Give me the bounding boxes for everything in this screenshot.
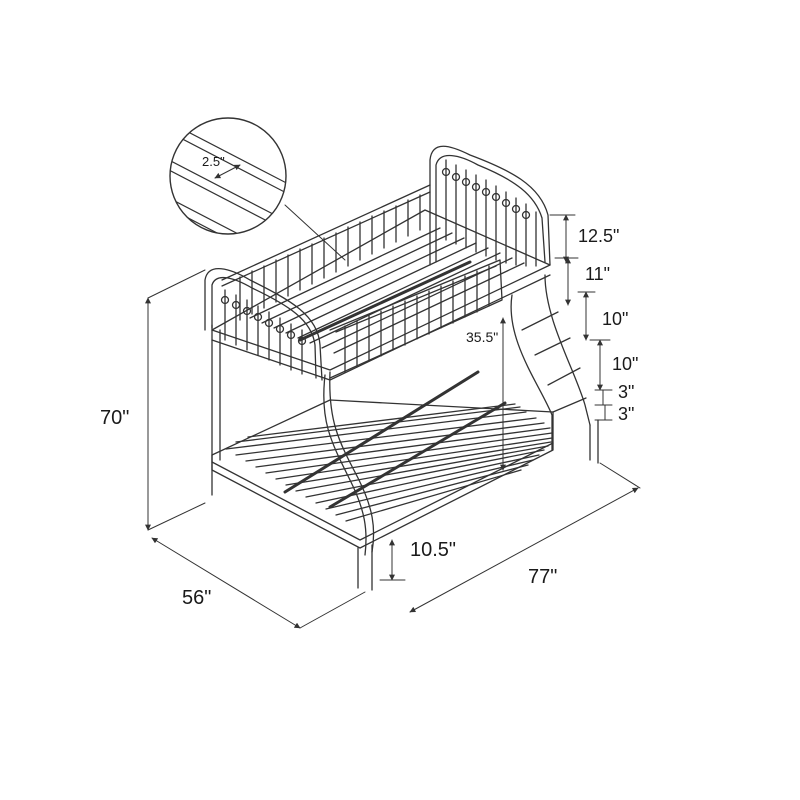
rear-guardrail-top [221,184,431,281]
bunk-clearance-label: 35.5" [466,329,498,345]
rear-headboard [429,145,551,266]
top-guardrail-label: 12.5" [578,226,619,246]
ladder-step-1-label: 11" [585,264,610,284]
ladder-rung-1 [521,311,559,331]
headboard-spindles [445,159,537,267]
length-dimension [409,487,639,613]
ladder-step-2-label: 10" [602,309,628,329]
ladder-rung-3 [547,367,581,386]
lower-center-beam [283,370,480,494]
ladder-step-4-label: 3" [618,382,634,402]
magnifier-leader [284,204,346,261]
dimension-lines [145,214,641,629]
ladder-step-3-label: 10" [612,354,638,374]
lower-bunk [211,370,599,591]
rear-guardrail-spindles [239,194,421,321]
ladder-step-5-label: 3" [618,404,634,424]
lower-frame-inner [211,442,554,541]
front-guardrail [329,259,503,379]
width-label: 56" [182,587,211,609]
floor-clearance-label: 10.5" [410,539,456,561]
upper-center-beam [298,260,472,342]
upper-bunk [204,145,591,556]
ladder-right-rail [544,274,591,426]
headboard-rings [441,167,531,220]
overall-height-label: 70" [100,407,129,429]
length-label: 77" [528,566,557,588]
ladder-rung-2 [534,337,571,356]
footboard-rings [220,295,307,346]
slat-magnifier [169,117,346,261]
front-footboard [204,267,323,381]
slat-spacing-label: 2.5" [202,154,225,169]
ladder-left-rail [510,294,553,451]
width-dimension [151,537,301,629]
front-guardrail-spindles [344,265,490,373]
front-curved-post [323,374,367,556]
